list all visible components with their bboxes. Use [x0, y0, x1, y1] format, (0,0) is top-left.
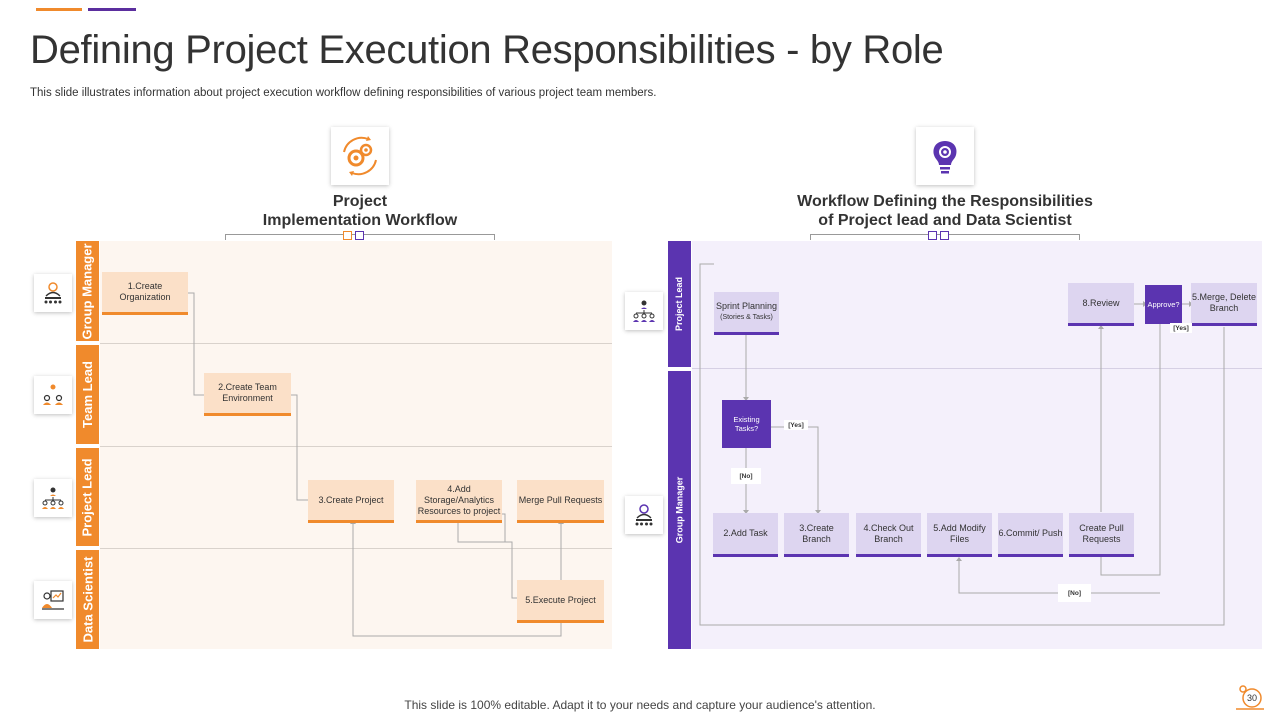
lane-divider	[100, 446, 612, 447]
page-title: Defining Project Execution Responsibilit…	[30, 28, 944, 72]
project-lead-icon	[625, 292, 663, 330]
accent-bar-orange	[36, 8, 82, 11]
step-add-modify-files: 5.Add Modify Files	[927, 513, 992, 557]
step-create-branch: 3.Create Branch	[784, 513, 849, 557]
tag-yes-existing-tasks: [Yes]	[784, 420, 808, 430]
left-title-line1: Project	[332, 193, 388, 210]
lane-label-project-lead: Project Lead	[76, 448, 99, 546]
step-execute-project: 5.Execute Project	[517, 580, 604, 623]
tag-no-existing-tasks: [No]	[731, 468, 761, 484]
step-merge-pull-requests: Merge Pull Requests	[517, 480, 604, 523]
accent-bar-purple	[88, 8, 136, 11]
right-title-line2: of Project lead and Data Scientist	[818, 212, 1072, 229]
left-bracket-square-2	[355, 231, 364, 240]
left-section-title: Project Implementation Workflow	[230, 192, 490, 230]
group-manager-icon	[625, 496, 663, 534]
step-create-team-environment: 2.Create Team Environment	[204, 373, 291, 416]
lightbulb-gear-icon	[916, 127, 974, 185]
step-create-project: 3.Create Project	[308, 480, 394, 523]
footer-note: This slide is 100% editable. Adapt it to…	[404, 698, 876, 712]
tag-yes-approve: [Yes]	[1170, 323, 1192, 333]
tag-no-approve: [No]	[1058, 584, 1091, 602]
page-number-label: 30	[1246, 693, 1257, 703]
page-number: 30	[1236, 683, 1264, 711]
lane-divider	[100, 548, 612, 549]
right-section-title: Workflow Defining the Responsibilities o…	[770, 192, 1120, 230]
page-number-badge-icon	[1236, 685, 1264, 710]
right-bracket-square-1	[928, 231, 937, 240]
left-title-line2: Implementation Workflow	[262, 212, 458, 229]
data-scientist-icon	[34, 581, 72, 619]
step-create-organization: 1.Create Organization	[102, 272, 188, 315]
step-commit-push: 6.Commit/ Push	[998, 513, 1063, 557]
page-subtitle: This slide illustrates information about…	[30, 87, 657, 99]
step-sprint-planning: Sprint Planning (Stories & Tasks)	[714, 292, 779, 335]
lane-divider	[100, 343, 612, 344]
lane-label-group-manager: Group Manager	[76, 241, 99, 341]
sprint-planning-label: Sprint Planning	[715, 301, 778, 311]
step-add-storage-analytics: 4.Add Storage/Analytics Resources to pro…	[416, 480, 502, 523]
sprint-planning-sublabel: (Stories & Tasks)	[720, 314, 773, 321]
lane-label-project-lead: Project Lead	[668, 241, 691, 367]
lane-divider	[692, 368, 1262, 369]
lane-label-data-scientist: Data Scientist	[76, 550, 99, 649]
lane-label-team-lead: Team Lead	[76, 345, 99, 444]
decision-approve: Approve?	[1145, 285, 1182, 324]
step-add-task: 2.Add Task	[713, 513, 778, 557]
step-merge-delete-branch: 5.Merge, Delete Branch	[1191, 283, 1257, 326]
lane-label-group-manager: Group Manager	[668, 371, 691, 649]
group-manager-icon	[34, 274, 72, 312]
step-check-out-branch: 4.Check Out Branch	[856, 513, 921, 557]
right-title-line1: Workflow Defining the Responsibilities	[797, 193, 1093, 210]
right-bracket-square-2	[940, 231, 949, 240]
step-review: 8.Review	[1068, 283, 1134, 326]
team-lead-icon	[34, 376, 72, 414]
step-create-pull-requests: Create Pull Requests	[1069, 513, 1134, 557]
left-bracket-square-1	[343, 231, 352, 240]
project-lead-icon	[34, 479, 72, 517]
decision-existing-tasks: Existing Tasks?	[722, 400, 771, 448]
gears-cycle-icon	[331, 127, 389, 185]
